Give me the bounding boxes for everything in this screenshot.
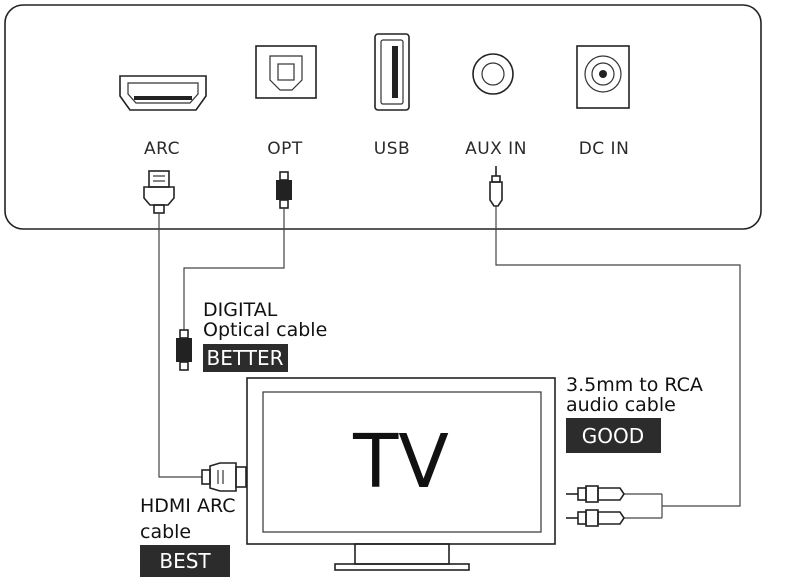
optical-plug-bottom-icon xyxy=(176,329,192,371)
optical-cable-label-line2: Optical cable xyxy=(203,319,327,341)
soundbar-panel xyxy=(4,4,762,230)
port-label-dc-in: DC IN xyxy=(579,139,630,159)
port-label-arc: ARC xyxy=(144,139,180,159)
rca-plug-bottom-icon xyxy=(566,509,625,527)
port-label-usb: USB xyxy=(374,139,410,159)
usb-port-icon xyxy=(374,33,410,111)
rca-badge xyxy=(566,418,661,453)
optical-badge xyxy=(203,344,288,372)
tv-icon xyxy=(246,377,556,571)
aux-port-icon xyxy=(472,53,514,95)
optical-cable-label-line1: DIGITAL xyxy=(203,299,278,321)
rca-split-wire xyxy=(624,493,663,519)
hdmi-port-icon xyxy=(119,75,207,111)
hdmi-plug-tv-icon xyxy=(201,462,247,492)
hdmi-cable-label-line2: cable xyxy=(140,521,191,543)
hdmi-plug-icon xyxy=(143,170,175,214)
rca-cable-label-line2: audio cable xyxy=(566,394,676,416)
aux-cable-wire xyxy=(495,206,741,507)
hdmi-badge-text: BEST xyxy=(159,549,211,573)
rca-cable-label-line1: 3.5mm to RCA xyxy=(566,374,703,396)
port-label-opt: OPT xyxy=(267,139,303,159)
rca-plug-top-icon xyxy=(566,485,625,503)
dc-port-icon xyxy=(576,45,630,109)
hdmi-cable-wire xyxy=(158,213,202,478)
hdmi-badge xyxy=(140,545,230,577)
tv-label: TV xyxy=(352,419,449,505)
optical-cable-wire xyxy=(183,208,285,330)
hdmi-cable-label-line1: HDMI ARC xyxy=(140,495,235,517)
optical-port-icon xyxy=(255,45,317,99)
rca-badge-text: GOOD xyxy=(582,424,644,448)
aux-plug-icon xyxy=(489,166,503,207)
optical-plug-icon xyxy=(276,171,292,209)
port-label-aux-in: AUX IN xyxy=(465,139,527,159)
optical-badge-text: BETTER xyxy=(207,346,284,370)
